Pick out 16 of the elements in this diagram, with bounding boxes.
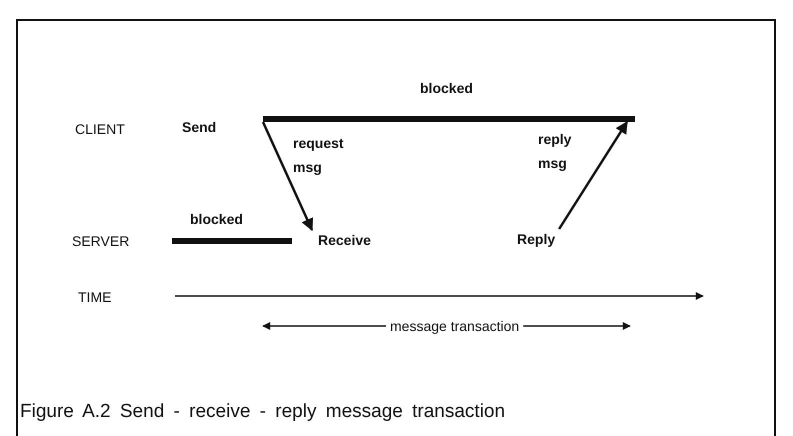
event-label: Send — [182, 119, 216, 136]
figure-caption: Figure A.2 Send - receive - reply message transaction — [20, 400, 506, 424]
state-label: blocked — [190, 211, 243, 228]
edge-label: reply msg — [538, 130, 572, 173]
event-label: Reply — [517, 231, 556, 248]
state-label: blocked — [420, 80, 473, 97]
axis-label: TIME — [78, 289, 112, 306]
blocked-bar — [172, 238, 292, 244]
blocked-bar — [263, 116, 635, 122]
lane-label: CLIENT — [75, 121, 125, 138]
lane-label: SERVER — [72, 233, 130, 250]
message-arrow — [558, 120, 628, 230]
edge-label: request msg — [293, 134, 341, 177]
message-arrow — [262, 121, 314, 232]
event-label: Receive — [318, 232, 371, 249]
dimension-label: message transaction — [390, 318, 520, 335]
